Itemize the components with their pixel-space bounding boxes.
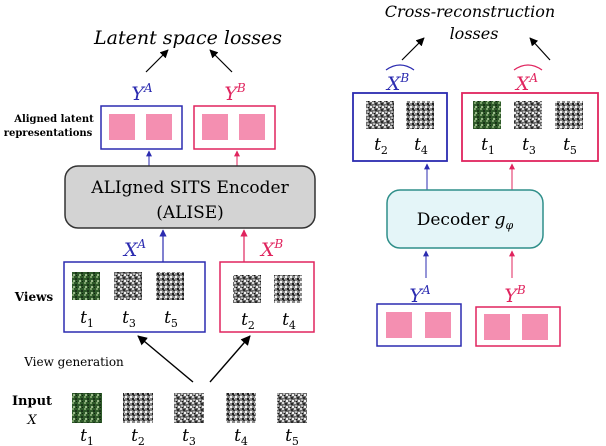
recon-a-time-1: t1	[481, 135, 495, 157]
arrow-yb-to-loss	[209, 49, 233, 73]
encoder-box	[64, 165, 316, 229]
input-time-2: t2	[131, 426, 145, 446]
recon-b-image-t2	[366, 101, 394, 129]
recon-a-image-t3	[514, 101, 542, 129]
recon-a-time-2: t3	[522, 135, 536, 157]
ya-label: YA	[131, 81, 153, 105]
input-image-t5	[277, 393, 307, 423]
recon-a-time-3: t5	[563, 135, 577, 157]
svg-text:XB: XB	[385, 71, 410, 95]
recon-b-image-t4	[406, 101, 434, 129]
arrow-input-to-view-a	[137, 335, 194, 383]
latent-loss-title: Latent space losses	[93, 27, 282, 49]
latent-ya-token-1	[109, 114, 135, 140]
cross-recon-title-line1: Cross-reconstruction	[385, 2, 555, 21]
view-a-image-t1	[72, 272, 100, 300]
view-b-image-t2	[233, 275, 261, 303]
aligned-latent-label-2: representations	[4, 128, 93, 139]
views-label: Views	[14, 290, 54, 304]
input-image-t1	[72, 393, 102, 423]
latent-yb-token-1	[202, 114, 228, 140]
view-a-image-t5	[156, 272, 184, 300]
encoder-label-line1: ALIgned SITS Encoder	[90, 178, 289, 198]
arrow-xa-hat-to-loss	[529, 37, 551, 61]
xb-hat-label: XB	[385, 64, 415, 95]
arrow-input-to-view-b	[209, 335, 251, 383]
svg-text:XA: XA	[514, 71, 539, 95]
input-time-4: t4	[234, 426, 248, 446]
right-latent-ya-token-2	[425, 312, 451, 338]
input-time-3: t3	[182, 426, 196, 446]
aligned-latent-label: Aligned latent	[13, 114, 94, 125]
recon-a-image-t5	[555, 101, 583, 129]
view-b-image-t4	[274, 275, 302, 303]
arrow-xb-hat-to-loss	[401, 37, 425, 61]
latent-ya-token-2	[146, 114, 172, 140]
right-latent-ya-token-1	[386, 312, 412, 338]
recon-b-time-2: t4	[414, 135, 428, 157]
input-label: Input	[12, 394, 52, 409]
input-image-t2	[123, 393, 153, 423]
input-var-label: X	[26, 413, 37, 428]
right-yb-label: YB	[504, 283, 526, 307]
right-ya-label: YA	[409, 283, 431, 307]
cross-recon-title-line2: losses	[450, 24, 499, 43]
view-a-time-2: t3	[122, 308, 136, 330]
view-b-time-2: t4	[282, 310, 296, 332]
decoder-label: Decoder gφ	[417, 210, 514, 232]
xa-label: XA	[122, 237, 147, 261]
xb-label: XB	[259, 237, 284, 261]
encoder-label-line2: (ALISE)	[156, 203, 224, 223]
right-latent-yb-token-2	[522, 314, 548, 340]
view-a-image-t3	[114, 272, 142, 300]
input-time-1: t1	[80, 426, 94, 446]
xa-hat-label: XA	[513, 64, 543, 95]
latent-yb-token-2	[239, 114, 265, 140]
view-b-time-1: t2	[241, 310, 255, 332]
input-image-t3	[174, 393, 204, 423]
input-image-t4	[226, 393, 256, 423]
decoder-box	[386, 189, 544, 249]
input-time-5: t5	[285, 426, 299, 446]
recon-b-time-1: t2	[374, 135, 388, 157]
yb-label: YB	[224, 81, 246, 105]
view-generation-label: View generation	[23, 355, 124, 369]
right-latent-yb-token-1	[484, 314, 510, 340]
view-a-time-3: t5	[164, 308, 178, 330]
arrow-ya-to-loss	[145, 49, 169, 73]
recon-a-image-t1	[473, 101, 501, 129]
view-a-time-1: t1	[80, 308, 94, 330]
